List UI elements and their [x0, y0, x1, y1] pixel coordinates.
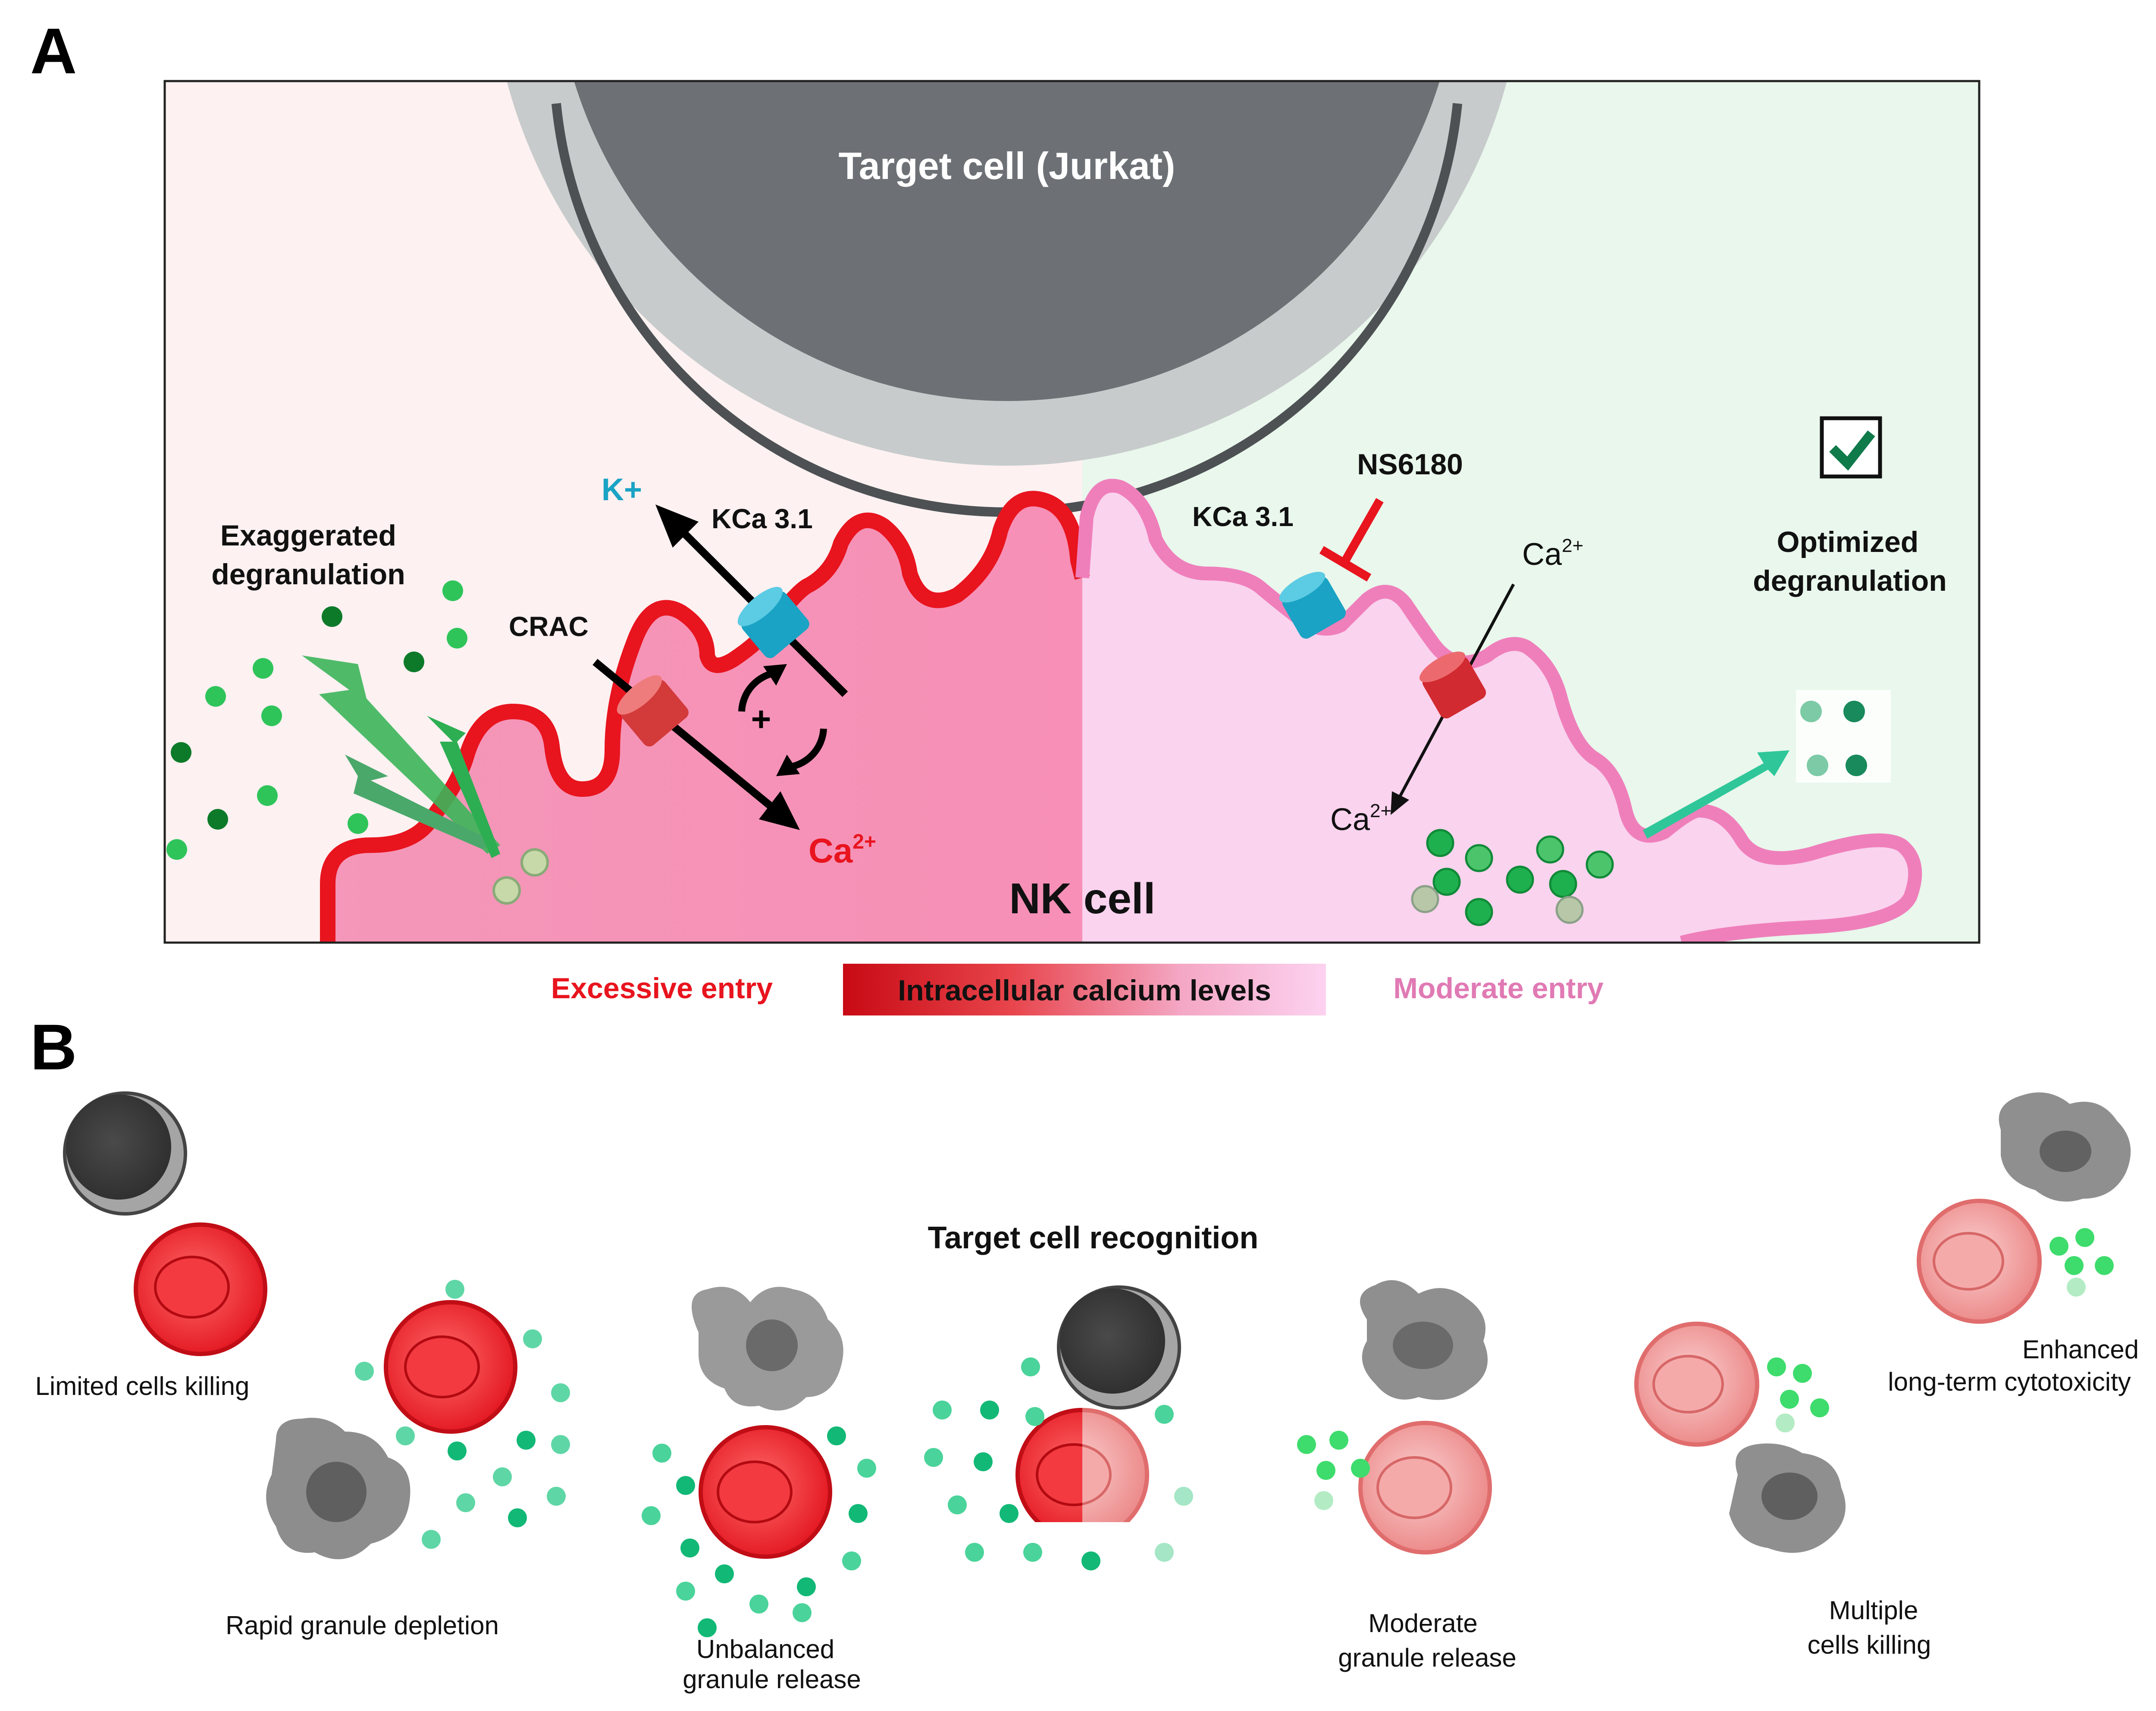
- multiple-label-1: Multiple: [1829, 1596, 1918, 1625]
- colorbar-left-label: Excessive entry: [551, 972, 773, 1005]
- nk-cell-excessive-3: [699, 1425, 832, 1559]
- target-cell-icon-2: [1057, 1285, 1181, 1410]
- granules-scattered-2: [642, 1426, 876, 1637]
- granules-optimized: [1796, 690, 1891, 783]
- calcium-left-label: Ca2+: [808, 830, 876, 870]
- panel-a-letter: A: [30, 15, 77, 87]
- crac-channel-right-icon: [1419, 652, 1486, 719]
- nk-cell-excessive-1: [134, 1222, 267, 1356]
- granules-intracellular-right: [1411, 829, 1614, 926]
- nk-membrane-right: [1075, 479, 1922, 943]
- dead-target-cell-5: [1999, 1092, 2131, 1202]
- kca-right-label: KCa 3.1: [1192, 501, 1294, 532]
- nk-cell-moderate-1: [1358, 1421, 1492, 1554]
- dead-target-cell-2: [692, 1287, 843, 1411]
- crac-channel-icon: [617, 675, 689, 747]
- calcium-moderate-arrowhead: [1391, 791, 1409, 815]
- panel-a-frame: [163, 80, 1981, 944]
- target-cell-icon-1: [63, 1091, 187, 1216]
- target-cell-nucleus: [574, 81, 1440, 401]
- calcium-influx-arrow: [592, 659, 779, 814]
- granules-scattered-3: [924, 1357, 1193, 1570]
- target-recognition-label: Target cell recognition: [928, 1221, 1259, 1255]
- nk-cell-right-body: [1082, 486, 1915, 943]
- calcium-inside-label: Ca2+: [1330, 800, 1391, 837]
- feedback-loop-icon: [738, 664, 827, 776]
- nk-cell-moderate-2: [1634, 1322, 1759, 1447]
- calcium-arrowhead: [759, 791, 800, 830]
- nk-cell-label: NK cell: [1009, 874, 1155, 923]
- exaggerated-label-2: degranulation: [211, 558, 405, 591]
- colorbar-right-label: Moderate entry: [1393, 972, 1604, 1005]
- colorbar-center-label: Intracellular calcium levels: [898, 974, 1271, 1007]
- potassium-arrowhead: [655, 505, 699, 548]
- nk-cell-excessive-2: [384, 1300, 517, 1434]
- nk-cell-left-body: [328, 498, 1082, 943]
- unbalanced-label-2: granule release: [683, 1665, 861, 1694]
- enhanced-label-1: Enhanced: [2022, 1335, 2139, 1364]
- limited-killing-label: Limited cells killing: [35, 1372, 250, 1401]
- granules-scattered-1: [355, 1280, 570, 1549]
- nk-membrane-left: [320, 491, 1090, 943]
- dead-target-cell-1: [266, 1418, 411, 1559]
- nk-cell-moderate-3: [1917, 1199, 2042, 1324]
- granules-moderate-2: [1767, 1357, 1829, 1432]
- granules-moderate-3: [2049, 1228, 2114, 1297]
- check-icon: [1820, 416, 1882, 479]
- exocytosis-arrows-left: [302, 655, 500, 858]
- potassium-channel-icon: [737, 587, 809, 658]
- potassium-channel-blocked-icon: [1279, 572, 1346, 639]
- granules-moderate-1: [1297, 1431, 1370, 1510]
- moderate-label-2: granule release: [1338, 1643, 1517, 1672]
- exocytosis-arrow-right: [1643, 750, 1789, 839]
- moderate-label-1: Moderate: [1368, 1609, 1477, 1638]
- exaggerated-label-1: Exaggerated: [220, 519, 396, 552]
- crac-label: CRAC: [509, 611, 589, 642]
- optimized-label-1: Optimized: [1777, 526, 1919, 558]
- granules-exaggerated: [166, 580, 549, 905]
- calcium-outside-label: Ca2+: [1522, 535, 1583, 572]
- nk-cell-split-icon: [1015, 1408, 1149, 1522]
- multiple-label-2: cells killing: [1808, 1630, 1931, 1659]
- calcium-colorbar: [843, 964, 1326, 1015]
- optimized-label-2: degranulation: [1753, 564, 1947, 597]
- panel-b-letter: B: [30, 1011, 77, 1083]
- dead-target-cell-4: [1729, 1443, 1846, 1553]
- rapid-depletion-label: Rapid granule depletion: [226, 1611, 499, 1640]
- enhanced-label-2: long-term cytotoxicity: [1888, 1367, 2131, 1396]
- dead-target-cell-3: [1360, 1280, 1488, 1400]
- panel-a-scene: [165, 81, 1979, 943]
- inhibitor-t-icon: [1319, 498, 1384, 582]
- feedback-plus: +: [751, 700, 771, 738]
- target-cell-label: Target cell (Jurkat): [839, 144, 1175, 187]
- ns6180-label: NS6180: [1357, 448, 1463, 481]
- unbalanced-label-1: Unbalanced: [696, 1635, 834, 1664]
- potassium-label: K+: [602, 473, 642, 507]
- kca-left-label: KCa 3.1: [711, 503, 813, 534]
